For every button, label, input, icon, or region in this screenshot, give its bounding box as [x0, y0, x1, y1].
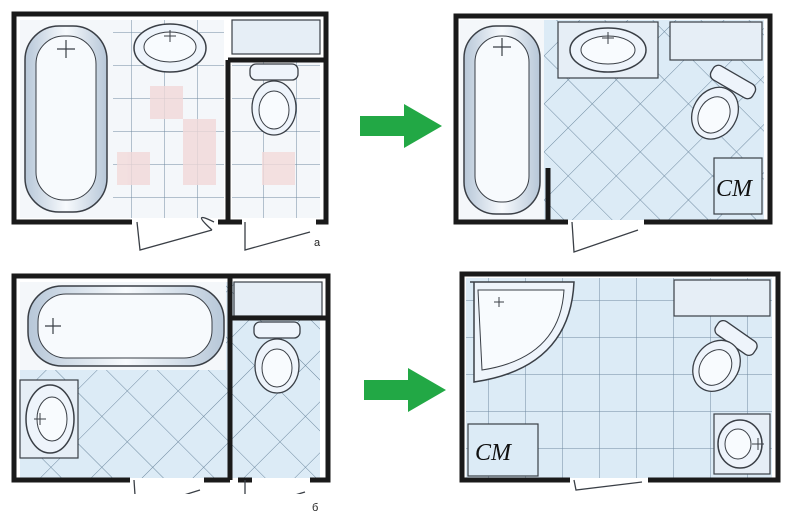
- washing-machine-label: СМ: [475, 440, 511, 466]
- plan-before-a: [11, 11, 329, 251]
- bathtub-icon: [27, 285, 225, 367]
- figure-label-b: б: [312, 502, 319, 514]
- washing-machine-label: СМ: [716, 176, 752, 202]
- toilet-icon: [690, 64, 757, 140]
- bathtub-icon: [463, 25, 541, 215]
- sink-icon: [25, 384, 75, 454]
- sink-icon: [569, 27, 647, 73]
- door-swing-icon: [573, 479, 643, 491]
- bathtub-icon: [24, 25, 108, 213]
- sink-icon: [717, 419, 764, 469]
- right-arrow-icon: [364, 368, 446, 412]
- door-swing-icon: [571, 221, 639, 253]
- corner-shower-icon: [470, 281, 575, 383]
- toilet-icon: [249, 63, 299, 136]
- figure-label-a: а: [314, 237, 321, 249]
- right-arrow-icon: [360, 104, 442, 148]
- plan-before-b: [11, 273, 331, 494]
- plan-after-b: [459, 271, 781, 491]
- door-swing-icon: [133, 479, 306, 494]
- plan-after-a: [453, 13, 773, 253]
- toilet-icon: [253, 321, 301, 394]
- toilet-icon: [692, 319, 758, 392]
- door-swing-icon: [136, 216, 311, 251]
- sink-icon: [133, 23, 207, 73]
